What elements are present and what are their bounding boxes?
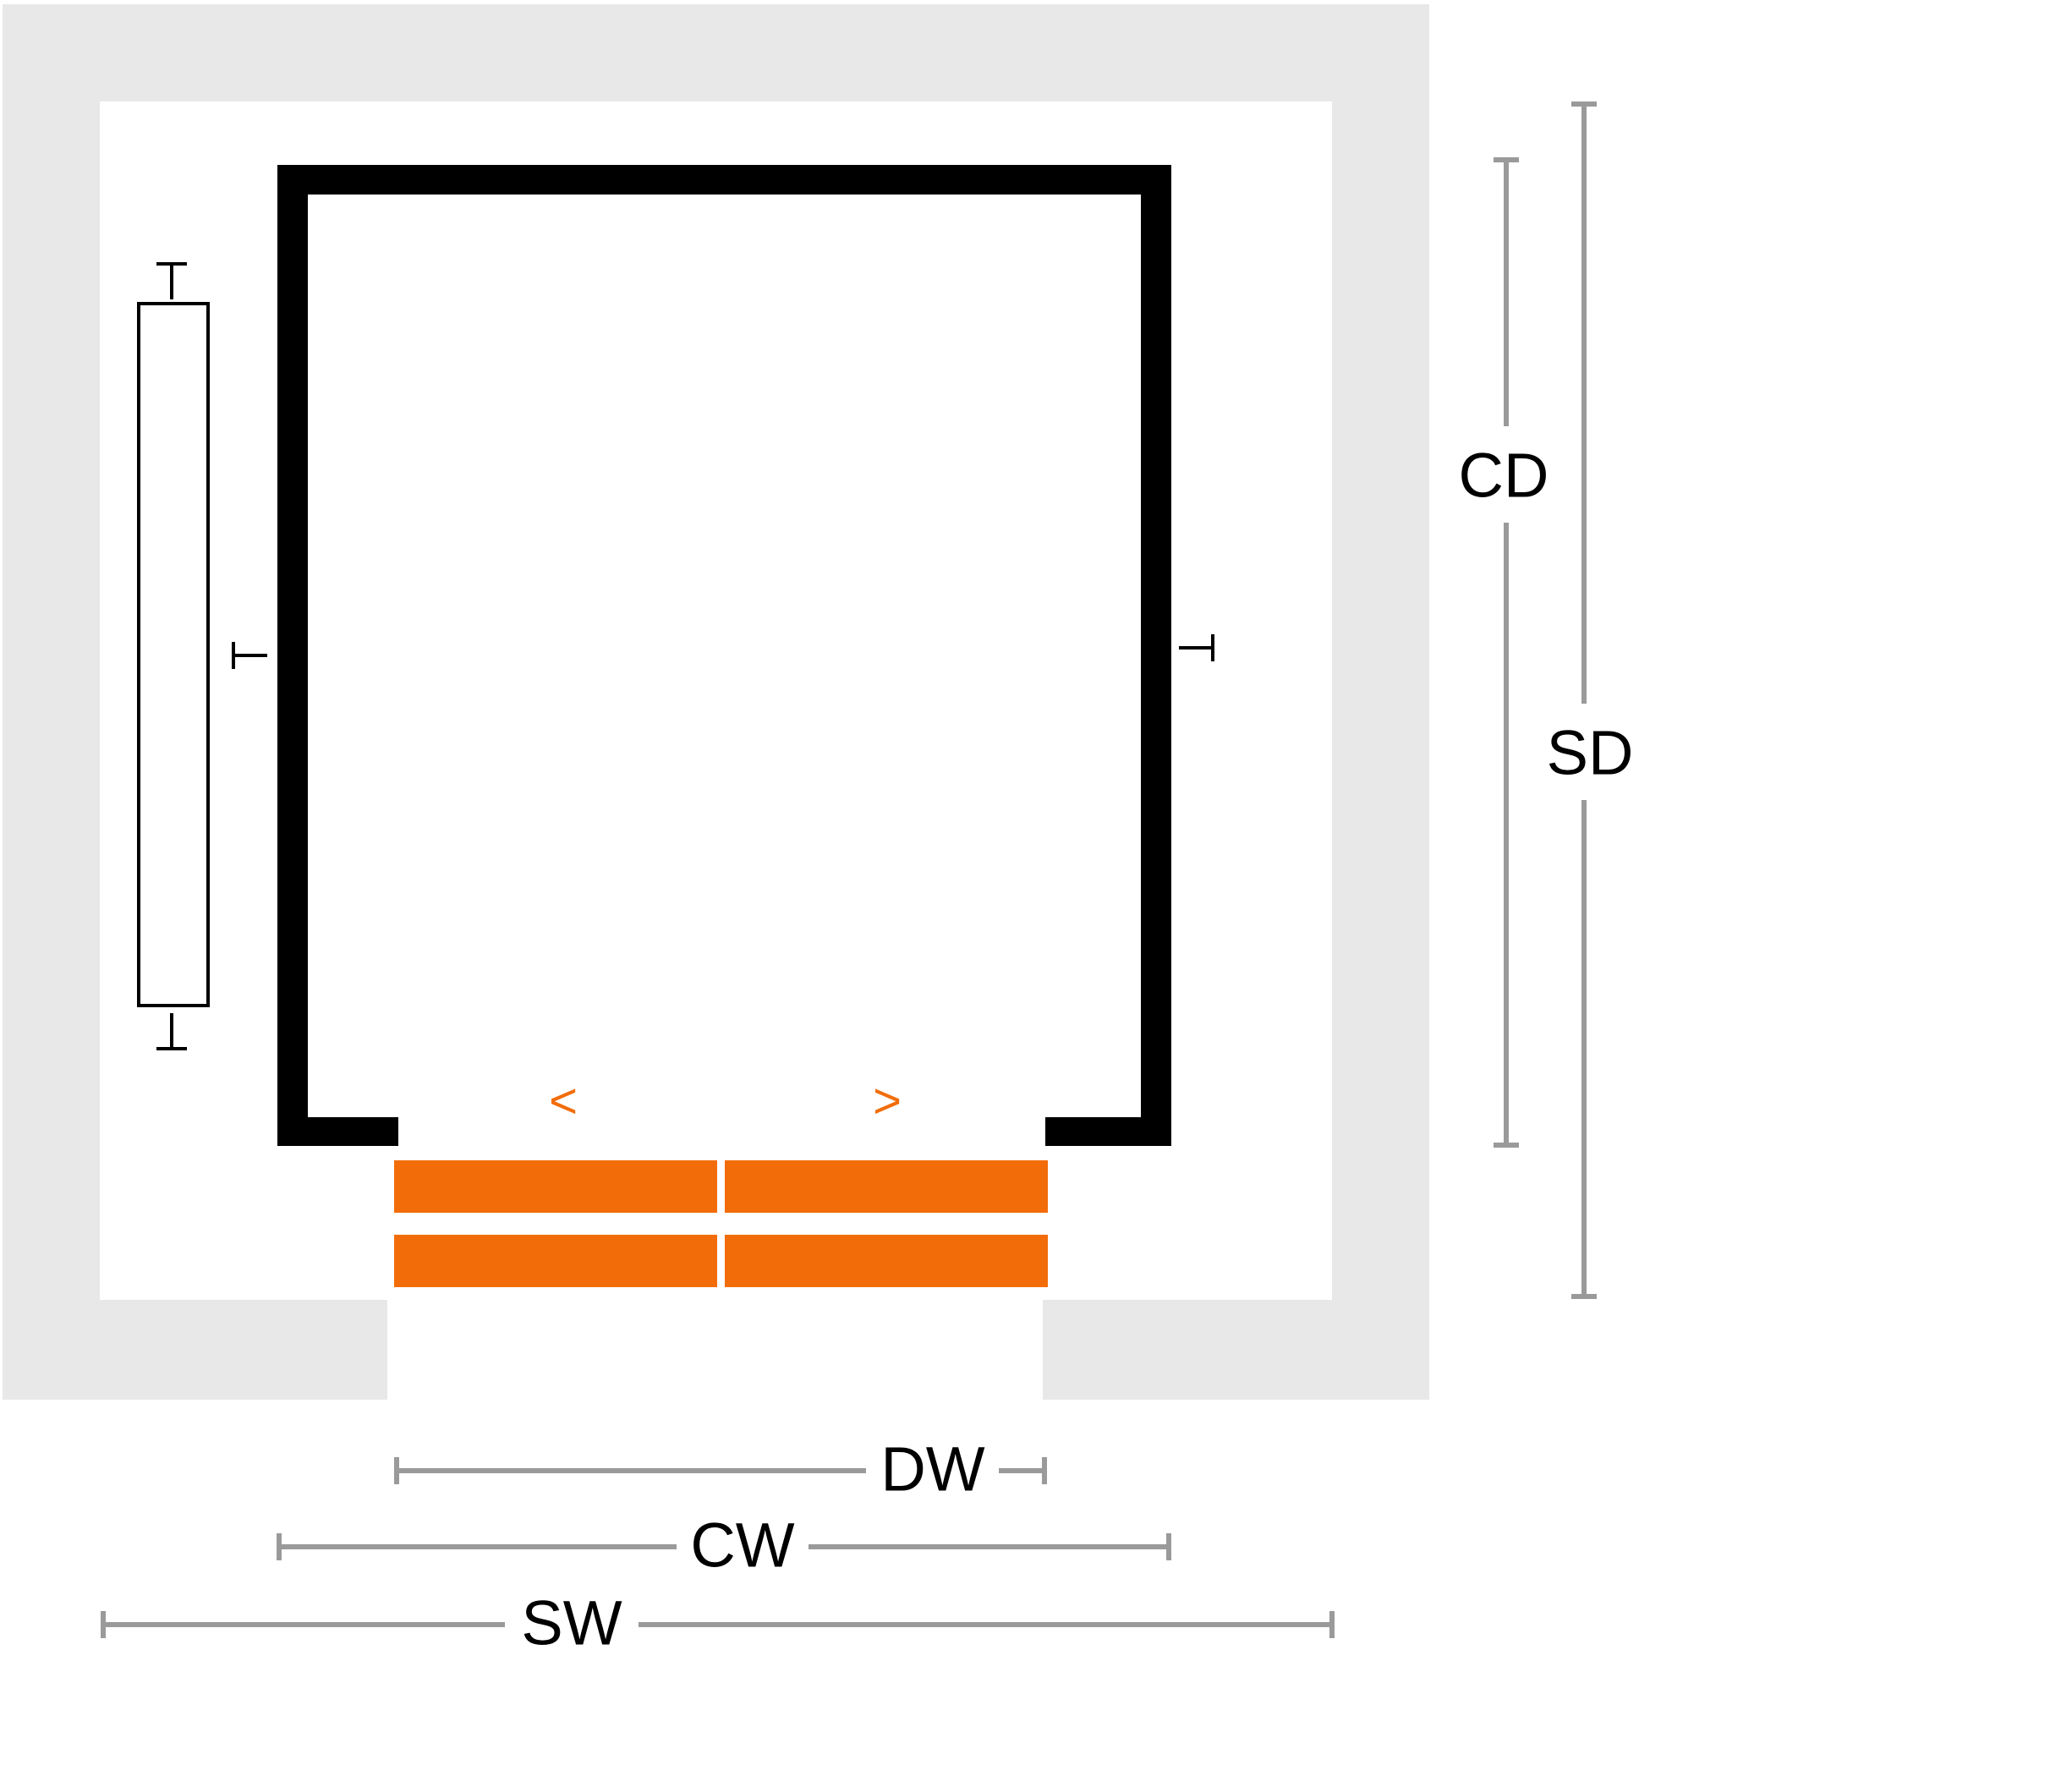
shaft-wall-left bbox=[3, 4, 100, 1400]
door-arrow-right: > bbox=[873, 1074, 902, 1129]
rail-bracket-icon-left bbox=[232, 642, 267, 669]
car-wall-bottom-left bbox=[277, 1117, 398, 1146]
dimension-label-shaft-depth: SD bbox=[1547, 718, 1634, 788]
rail-bracket-icon-top bbox=[156, 262, 187, 299]
counterweight-frame bbox=[137, 302, 210, 1007]
dimension-shaft-width bbox=[101, 1611, 1335, 1638]
shaft-wall-bottom-right bbox=[1043, 1300, 1429, 1400]
dimension-label-car-width: CW bbox=[690, 1510, 794, 1581]
door-arrow-left: < bbox=[549, 1074, 578, 1129]
rail-bracket-icon-bottom bbox=[156, 1013, 187, 1050]
car-wall-left bbox=[277, 165, 308, 1146]
car-walls bbox=[277, 165, 1171, 1146]
shaft-walls bbox=[3, 4, 1429, 1400]
shaft-wall-right bbox=[1332, 4, 1429, 1400]
car-wall-bottom-right bbox=[1045, 1117, 1171, 1146]
shaft-wall-bottom-left bbox=[3, 1300, 387, 1400]
car-wall-right bbox=[1141, 165, 1171, 1146]
shaft-wall-top bbox=[3, 4, 1429, 101]
landing-door-panel-left bbox=[394, 1235, 717, 1287]
dimension-label-car-depth: CD bbox=[1459, 441, 1549, 511]
counterweight bbox=[137, 262, 210, 1050]
dimension-car-depth bbox=[1494, 157, 1519, 1148]
car-door-panel-right bbox=[725, 1160, 1048, 1213]
rail-bracket-icon-right bbox=[1179, 634, 1214, 661]
dimension-label-door-width: DW bbox=[880, 1434, 984, 1505]
door-panels bbox=[394, 1160, 1048, 1287]
dimension-shaft-depth bbox=[1571, 101, 1597, 1299]
dimension-label-shaft-width: SW bbox=[521, 1588, 622, 1658]
landing-door-panel-right bbox=[725, 1235, 1048, 1287]
car-wall-top bbox=[277, 165, 1171, 195]
dimension-car-width bbox=[277, 1533, 1171, 1560]
dimension-door-width bbox=[394, 1457, 1047, 1484]
car-door-panel-left bbox=[394, 1160, 717, 1213]
